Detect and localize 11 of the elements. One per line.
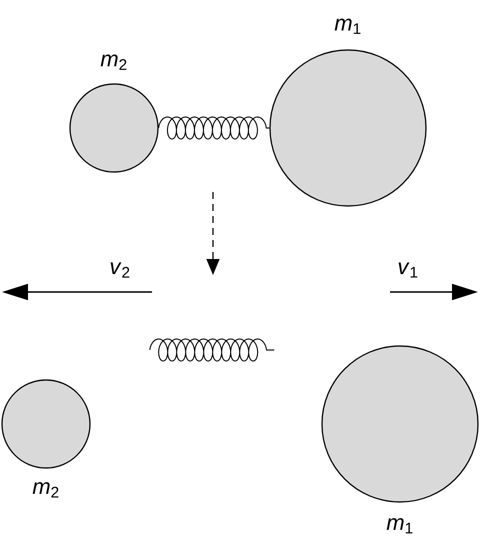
ball: m$_{1}$	[321, 345, 479, 534]
ball: m$_{2}$	[69, 54, 159, 173]
ball: m$_{2}$	[1, 379, 91, 498]
node-label: m$_{1}$	[386, 518, 412, 534]
ball: m$_{1}$	[269, 18, 427, 207]
spring	[149, 338, 275, 362]
velocity-label: v$_{2}$	[110, 262, 130, 278]
node-label: m$_{2}$	[100, 54, 126, 70]
node-label: m$_{1}$	[334, 18, 360, 34]
node-label: m$_{2}$	[32, 482, 58, 498]
velocity-label: v$_{1}$	[398, 262, 418, 278]
